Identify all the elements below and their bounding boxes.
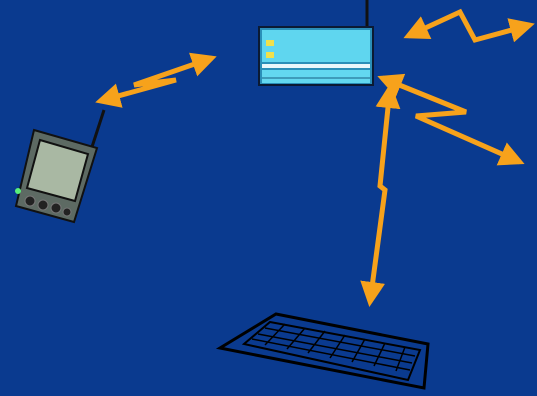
- wireless-link-top-right-icon: [408, 12, 530, 40]
- wireless-access-point-icon: [259, 0, 373, 85]
- keyboard-icon: [220, 314, 428, 388]
- wireless-link-pda-icon: [100, 58, 212, 101]
- wireless-link-keyboard-icon: [370, 88, 390, 302]
- wireless-link-right-icon: [382, 78, 520, 162]
- pda-icon: [15, 110, 104, 222]
